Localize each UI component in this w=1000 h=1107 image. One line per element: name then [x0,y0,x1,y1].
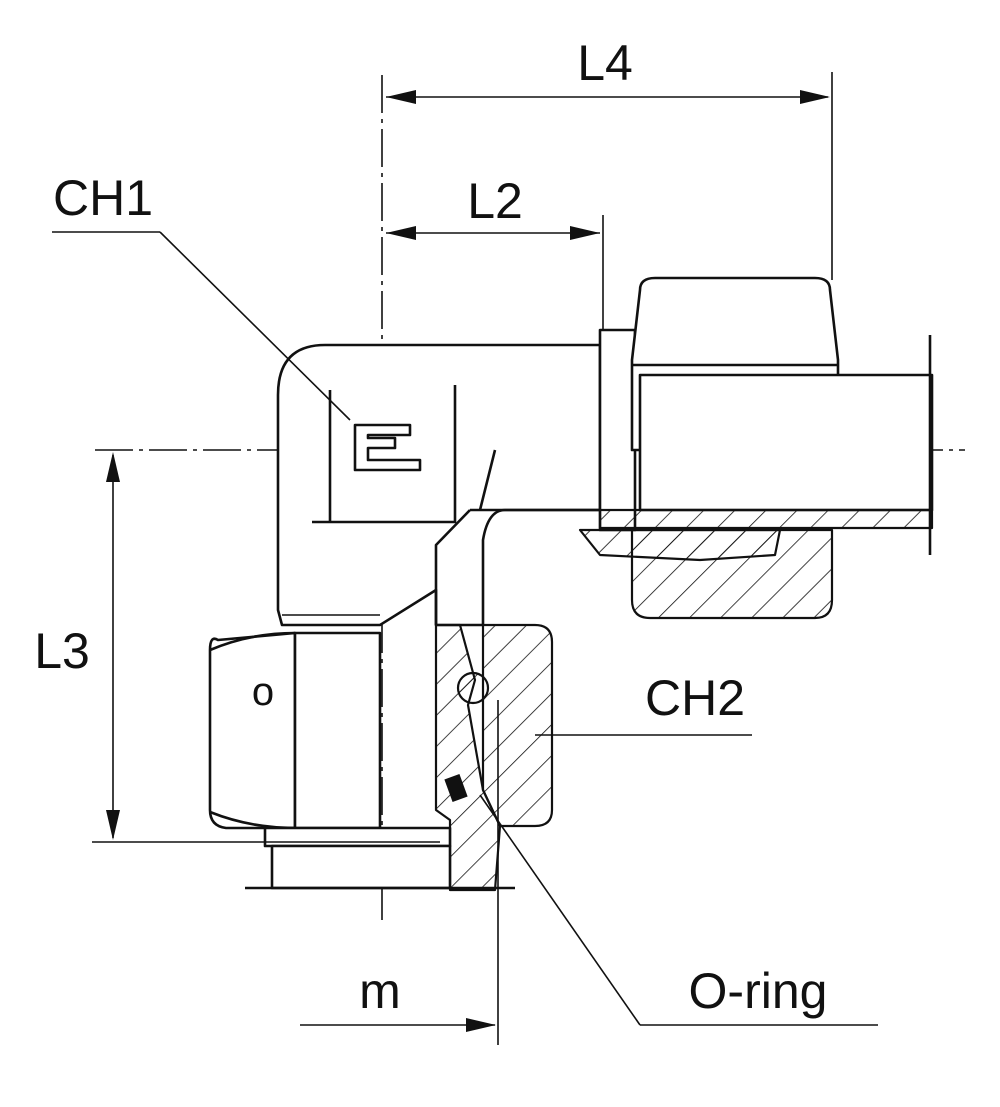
seal-ring [444,773,468,803]
swivel-nut [208,623,554,892]
o-ring-label: O-ring [689,963,828,1019]
logo-icon [353,423,422,472]
dimension-l4 [386,72,833,280]
o-ring-seal [444,671,490,803]
dimension-l2 [386,215,604,330]
m-label: m [359,963,401,1019]
dimension-l3 [92,452,440,843]
ch1-label: CH1 [53,170,153,226]
leader-o-ring [479,794,878,1026]
nut-mark: o [252,670,274,714]
l4-label: L4 [577,35,633,91]
o-ring-circle [456,671,490,705]
ch2-label: CH2 [645,670,745,726]
dimension-m [300,700,499,1045]
l2-label: L2 [467,173,523,229]
leader-ch1 [52,231,351,421]
right-connection [578,276,934,620]
l3-label: L3 [34,623,90,679]
elbow-body [276,343,602,627]
